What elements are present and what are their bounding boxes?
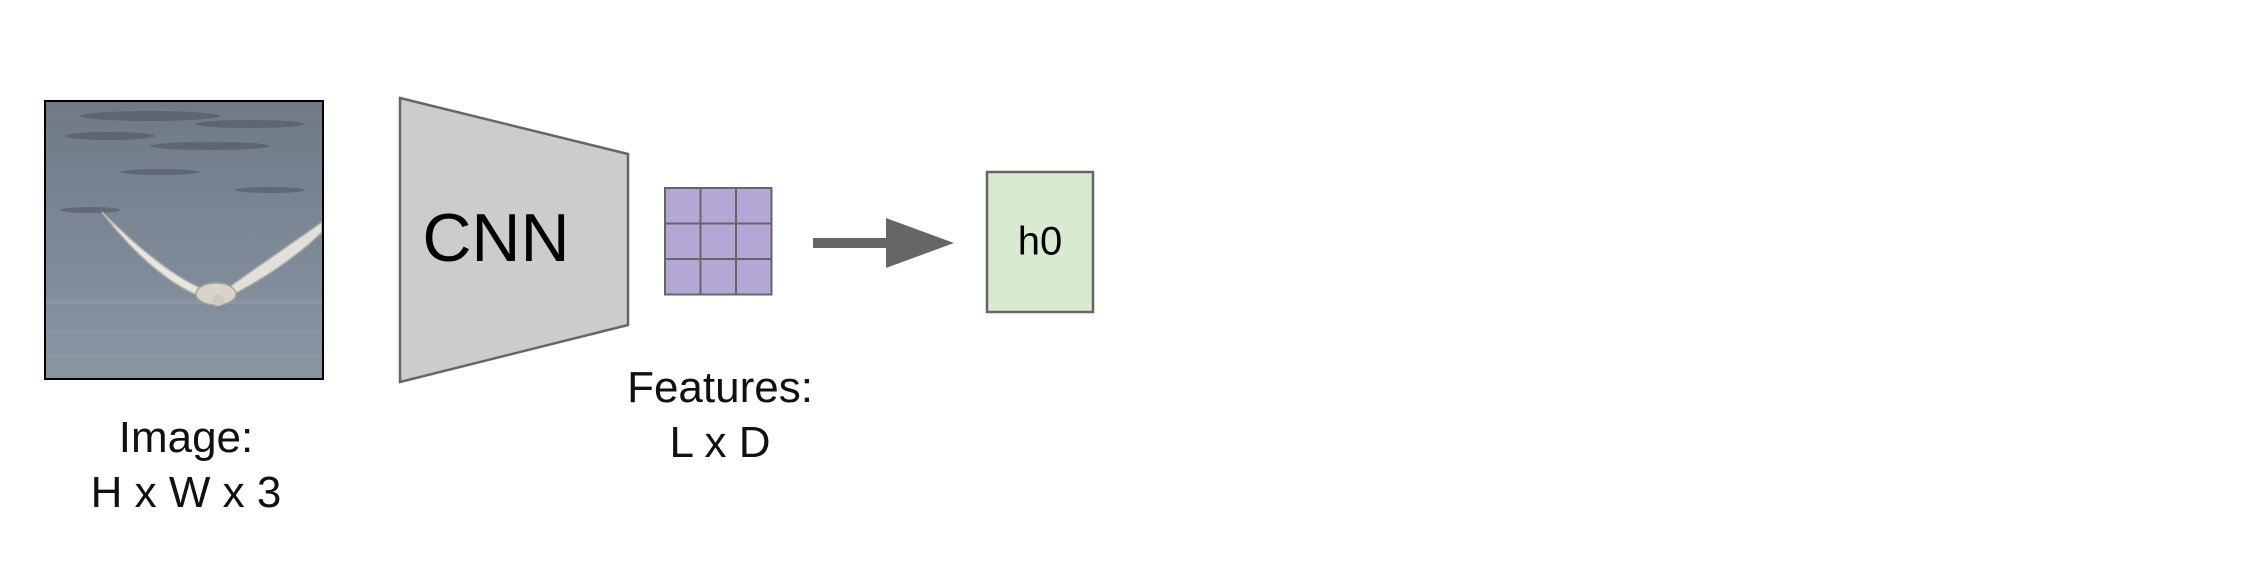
cnn-block: CNN bbox=[398, 96, 630, 384]
cnn-label: CNN bbox=[422, 200, 569, 276]
feature-cell bbox=[699, 222, 737, 260]
arrow-right-icon bbox=[813, 218, 954, 268]
feature-cell bbox=[699, 258, 737, 296]
feature-cell bbox=[735, 187, 773, 225]
image-caption-line1: Image: bbox=[118, 413, 254, 462]
feature-cell bbox=[735, 222, 773, 260]
features-caption-line1: Features: bbox=[627, 363, 813, 412]
feature-cell bbox=[664, 187, 702, 225]
features-caption-line2: L x D bbox=[669, 418, 771, 467]
features-grid bbox=[664, 187, 773, 296]
h0-state-box: h0 bbox=[985, 170, 1095, 314]
features-caption: Features: L x D bbox=[590, 360, 850, 470]
water-ripples bbox=[60, 111, 305, 213]
feature-cell bbox=[699, 187, 737, 225]
feature-cell bbox=[735, 258, 773, 296]
h0-label: h0 bbox=[1018, 220, 1063, 264]
feature-cell bbox=[664, 222, 702, 260]
bird-silhouette bbox=[101, 211, 322, 306]
image-caption-line2: H x W x 3 bbox=[90, 468, 282, 517]
feature-cell bbox=[664, 258, 702, 296]
image-caption: Image: H x W x 3 bbox=[56, 410, 316, 520]
input-image bbox=[44, 100, 324, 380]
